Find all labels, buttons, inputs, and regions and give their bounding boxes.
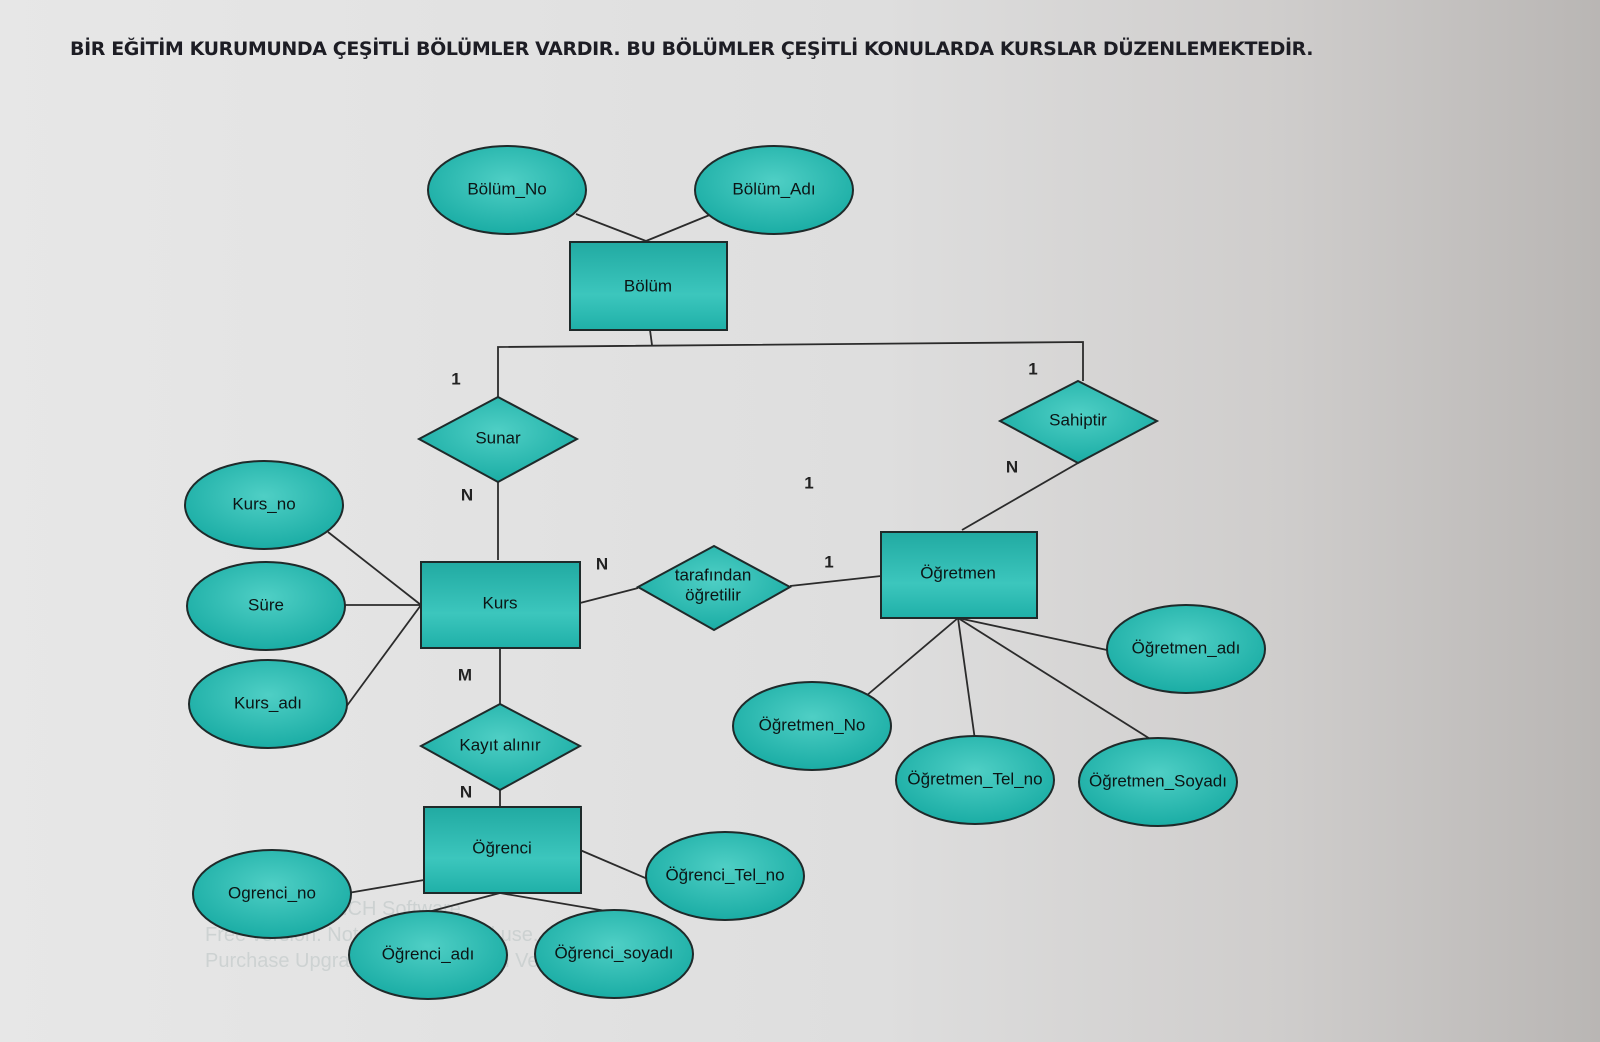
- attribute-bolum-adi[interactable]: Bölüm_Adı: [694, 145, 854, 235]
- line-ogrenci-no: [347, 879, 425, 894]
- entity-ogretmen[interactable]: Öğretmen: [880, 531, 1038, 619]
- entity-kurs[interactable]: Kurs: [420, 561, 581, 649]
- svg-text:Bölüm: Bölüm: [624, 276, 672, 295]
- card-sunar-bottom: N: [461, 485, 473, 504]
- line-bolum-relations: [497, 341, 1084, 397]
- line-sahiptir-ogretmen: [961, 462, 1079, 531]
- card-kayit-bottom: N: [460, 782, 472, 801]
- relationship-sahiptir[interactable]: Sahiptir: [997, 379, 1160, 465]
- line-ogretmen-adi: [957, 617, 1108, 651]
- line-kursadi-kurs: [345, 604, 422, 708]
- svg-text:Bölüm_Adı: Bölüm_Adı: [732, 179, 815, 198]
- card-sahiptir-top: 1: [1028, 359, 1037, 378]
- svg-text:Süre: Süre: [248, 595, 284, 614]
- attribute-ogretmen-soyadi[interactable]: Öğretmen_Soyadı: [1078, 737, 1238, 827]
- svg-text:Öğretmen_Tel_no: Öğretmen_Tel_no: [907, 769, 1042, 788]
- relationship-tarafindan-ogretilir[interactable]: tarafından öğretilir: [635, 544, 793, 632]
- cardinality-labels: 1 N 1 N N 1 1 M N: [451, 359, 1037, 801]
- svg-text:Kurs_no: Kurs_no: [232, 494, 295, 513]
- line-ogrenci-tel: [579, 849, 651, 881]
- card-sunar-top: 1: [451, 369, 460, 388]
- svg-text:Kurs_adı: Kurs_adı: [234, 693, 302, 712]
- svg-text:Öğrenci: Öğrenci: [472, 838, 532, 857]
- header-title: BİR EĞİTİM KURUMUNDA ÇEŞİTLİ BÖLÜMLER VA…: [70, 38, 1314, 60]
- svg-text:Ogrenci_no: Ogrenci_no: [228, 883, 316, 902]
- svg-text:Sunar: Sunar: [475, 428, 521, 447]
- svg-text:Kurs: Kurs: [483, 593, 518, 612]
- line-bolumadi-bolum: [645, 213, 713, 242]
- attribute-ogrenci-no[interactable]: Ogrenci_no: [192, 849, 352, 939]
- attribute-sure[interactable]: Süre: [186, 561, 346, 651]
- line-bolumno-bolum: [575, 213, 647, 242]
- attribute-kurs-no[interactable]: Kurs_no: [184, 460, 344, 550]
- line-bolum-down: [649, 329, 653, 346]
- svg-text:Sahiptir: Sahiptir: [1049, 410, 1107, 429]
- line-ogretmen-tel: [957, 617, 976, 741]
- svg-text:öğretilir: öğretilir: [685, 585, 741, 604]
- svg-text:Öğrenci_Tel_no: Öğrenci_Tel_no: [665, 865, 784, 884]
- line-kurs-tarafindan: [579, 587, 639, 604]
- line-ogretmen-soyadi: [957, 617, 1156, 743]
- attribute-bolum-no[interactable]: Bölüm_No: [427, 145, 587, 235]
- svg-text:Öğretmen_adı: Öğretmen_adı: [1132, 638, 1241, 657]
- attribute-ogrenci-soyadi[interactable]: Öğrenci_soyadı: [534, 909, 694, 999]
- card-kayit-top: M: [458, 665, 472, 684]
- svg-text:Öğretmen_No: Öğretmen_No: [759, 715, 866, 734]
- attribute-ogretmen-no[interactable]: Öğretmen_No: [732, 681, 892, 771]
- relationship-kayit-alinir[interactable]: Kayıt alınır: [418, 702, 583, 792]
- svg-text:Bölüm_No: Bölüm_No: [467, 179, 546, 198]
- svg-text:tarafından: tarafından: [675, 565, 752, 584]
- entity-ogrenci[interactable]: Öğrenci: [423, 806, 582, 894]
- attribute-ogrenci-adi[interactable]: Öğrenci_adı: [348, 910, 508, 1000]
- line-kursno-kurs: [327, 531, 422, 606]
- card-tarafindan-left: N: [596, 554, 608, 573]
- attribute-ogretmen-tel-no[interactable]: Öğretmen_Tel_no: [895, 735, 1055, 825]
- line-ogretmen-no: [865, 617, 959, 697]
- connector-lines: [327, 213, 1156, 913]
- svg-text:Öğrenci_adı: Öğrenci_adı: [382, 944, 475, 963]
- card-floating: 1: [804, 473, 813, 492]
- svg-text:Öğrenci_soyadı: Öğrenci_soyadı: [554, 943, 673, 962]
- line-ogrenci-adi: [427, 892, 501, 913]
- attribute-kurs-adi[interactable]: Kurs_adı: [188, 659, 348, 749]
- line-tarafindan-ogretmen: [789, 575, 882, 587]
- card-sahiptir-bottom: N: [1006, 457, 1018, 476]
- line-ogrenci-soyadi: [499, 892, 613, 913]
- attribute-ogrenci-tel-no[interactable]: Öğrenci_Tel_no: [645, 831, 805, 921]
- attribute-ogretmen-adi[interactable]: Öğretmen_adı: [1106, 604, 1266, 694]
- svg-text:Kayıt alınır: Kayıt alınır: [459, 735, 541, 754]
- svg-text:Öğretmen: Öğretmen: [920, 563, 996, 582]
- entity-bolum[interactable]: Bölüm: [569, 241, 728, 331]
- relationship-sunar[interactable]: Sunar: [416, 395, 580, 484]
- card-tarafindan-right: 1: [824, 552, 833, 571]
- svg-text:Öğretmen_Soyadı: Öğretmen_Soyadı: [1089, 771, 1227, 790]
